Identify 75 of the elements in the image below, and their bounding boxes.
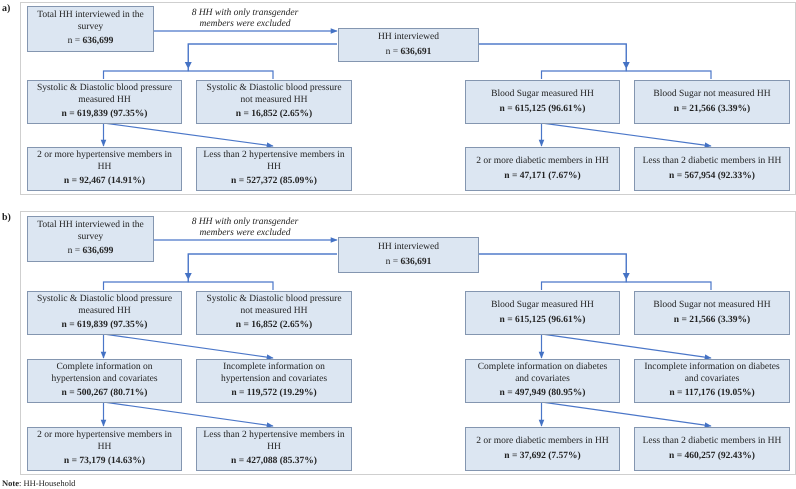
process-box bbox=[196, 80, 352, 124]
count-text: n = 117,176 (19.05%) bbox=[669, 388, 755, 400]
box-heading: Total HH interviewed in the survey bbox=[36, 10, 145, 34]
count-text: n = 567,954 (92.33%) bbox=[669, 170, 755, 182]
process-box bbox=[338, 28, 479, 62]
process-box bbox=[27, 147, 182, 191]
count-text: n = 21,566 (3.39%) bbox=[674, 104, 750, 116]
count-text: n = 636,699 bbox=[68, 36, 114, 48]
count-text: n = 615,125 (96.61%) bbox=[500, 104, 586, 116]
count-text: n = 21,566 (3.39%) bbox=[674, 314, 750, 326]
box-heading: Incomplete information on hypertension and covariates bbox=[220, 362, 328, 386]
count-text: n = 527,372 (85.09%) bbox=[231, 176, 317, 188]
box-heading: Systolic & Diastolic blood pressure measured HH bbox=[36, 83, 174, 106]
count-text: n = 636,691 bbox=[386, 256, 432, 268]
process-box bbox=[465, 80, 620, 124]
box-heading: Systolic & Diastolic blood pressure not measured HH bbox=[205, 83, 343, 106]
process-box bbox=[196, 359, 352, 403]
count-text: n = 16,852 (2.65%) bbox=[236, 109, 312, 121]
process-box bbox=[634, 147, 790, 191]
box-heading: Systolic & Diastolic blood pressure not measured HH bbox=[205, 294, 343, 318]
process-box bbox=[634, 359, 790, 403]
process-box bbox=[27, 359, 182, 403]
count-text: n = 636,699 bbox=[68, 246, 114, 258]
box-heading: 2 or more hypertensive members in HH bbox=[36, 150, 173, 174]
box-heading: Incomplete information on diabetes and covariates bbox=[643, 362, 781, 386]
count-text: n = 92,467 (14.91%) bbox=[64, 176, 146, 188]
box-heading: Blood Sugar not measured HH bbox=[653, 300, 771, 312]
box-heading: HH interviewed bbox=[378, 242, 439, 254]
panel-label: a) bbox=[2, 3, 10, 14]
box-heading: 2 or more hypertensive members in HH bbox=[36, 430, 173, 454]
note-text: Note: HH-Household bbox=[2, 478, 76, 488]
count-text: n = 619,839 (97.35%) bbox=[62, 109, 148, 121]
box-heading: Blood Sugar not measured HH bbox=[653, 88, 771, 100]
process-box bbox=[27, 216, 154, 262]
process-box bbox=[338, 237, 479, 273]
process-box bbox=[27, 6, 154, 52]
box-heading: 2 or more diabetic members in HH bbox=[476, 156, 609, 168]
box-heading: Complete information on hypertension and covariates bbox=[50, 362, 159, 386]
count-text: n = 460,257 (92.43%) bbox=[669, 450, 755, 462]
process-box bbox=[634, 80, 790, 124]
process-box bbox=[465, 427, 620, 471]
count-text: n = 619,839 (97.35%) bbox=[62, 320, 148, 332]
count-text: n = 615,125 (96.61%) bbox=[500, 314, 586, 326]
process-box bbox=[27, 427, 182, 471]
box-heading: Less than 2 hypertensive members in HH bbox=[202, 430, 346, 454]
box-heading: Complete information on diabetes and covariates bbox=[476, 362, 608, 386]
process-box bbox=[196, 147, 352, 191]
box-heading: Systolic & Diastolic blood pressure measured HH bbox=[36, 294, 174, 318]
box-heading: Less than 2 hypertensive members in HH bbox=[202, 150, 346, 174]
count-text: n = 73,179 (14.63%) bbox=[64, 456, 146, 468]
count-text: n = 16,852 (2.65%) bbox=[236, 320, 312, 332]
process-box bbox=[465, 291, 620, 335]
count-text: n = 636,691 bbox=[386, 46, 432, 58]
box-heading: 2 or more diabetic members in HH bbox=[476, 436, 609, 448]
process-box bbox=[27, 80, 182, 124]
box-heading: Less than 2 diabetic members in HH bbox=[642, 436, 782, 448]
box-heading: Blood Sugar measured HH bbox=[491, 300, 594, 312]
process-box bbox=[634, 291, 790, 335]
count-text: n = 47,171 (7.67%) bbox=[504, 170, 581, 182]
box-heading: Total HH interviewed in the survey bbox=[36, 220, 145, 244]
count-text: n = 497,949 (80.95%) bbox=[500, 388, 586, 400]
count-text: n = 119,572 (19.29%) bbox=[231, 388, 317, 400]
process-box bbox=[465, 359, 620, 403]
process-box bbox=[27, 291, 182, 335]
count-text: n = 427,088 (85.37%) bbox=[231, 456, 317, 468]
count-text: n = 500,267 (80.71%) bbox=[62, 388, 148, 400]
box-heading: Less than 2 diabetic members in HH bbox=[642, 156, 782, 168]
box-heading: Blood Sugar measured HH bbox=[491, 88, 594, 100]
count-text: n = 37,692 (7.57%) bbox=[504, 450, 581, 462]
process-box bbox=[634, 427, 790, 471]
process-box bbox=[465, 147, 620, 191]
panel-label: b) bbox=[2, 212, 11, 223]
box-heading: HH interviewed bbox=[378, 32, 439, 44]
process-box bbox=[196, 427, 352, 471]
process-box bbox=[196, 291, 352, 335]
